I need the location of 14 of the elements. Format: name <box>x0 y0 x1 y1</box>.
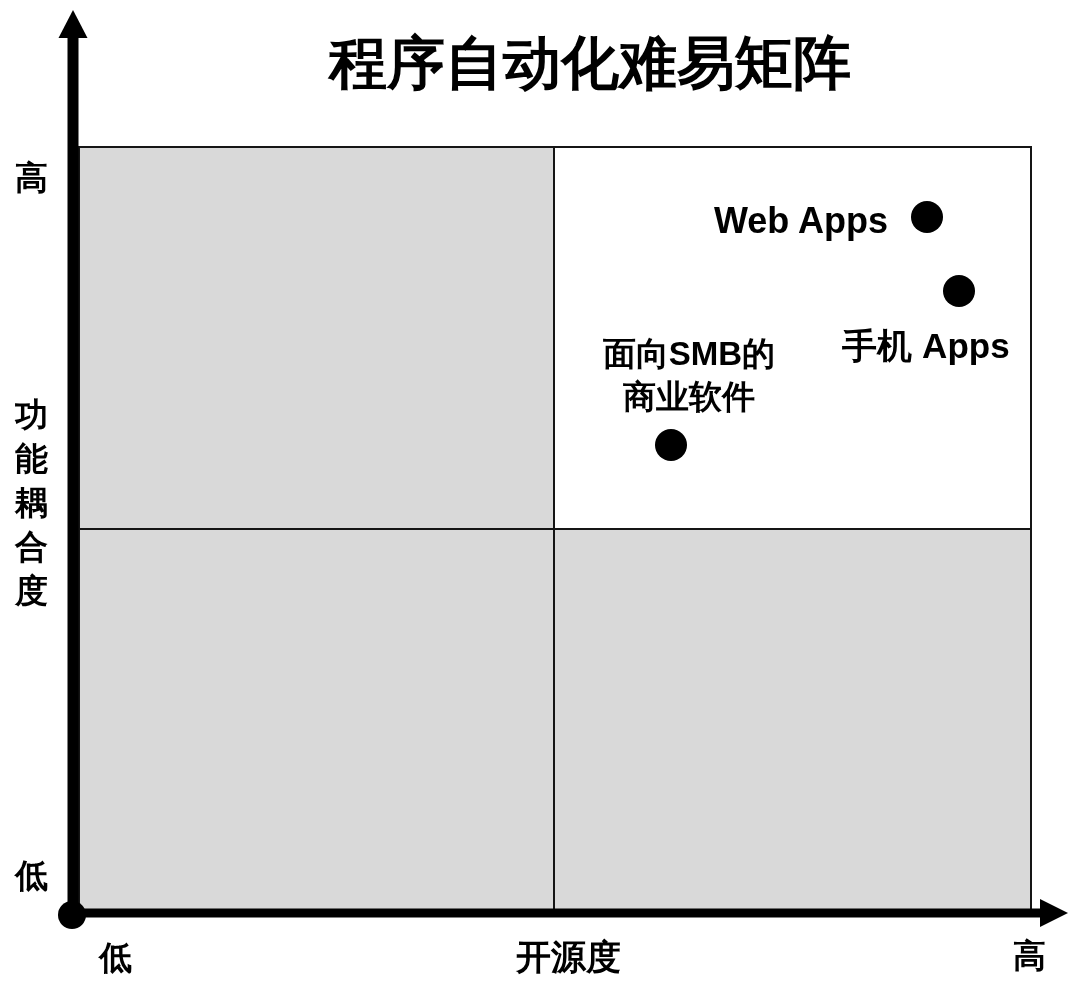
axis-label: 高 <box>1011 936 1047 976</box>
axis-label: 高 <box>13 158 49 198</box>
point-label: Web Apps <box>713 201 888 241</box>
axis-label: 功能耦合度 <box>13 395 49 611</box>
point-label: 手机 Apps <box>841 326 1011 366</box>
axis-label: 开源度 <box>514 936 622 978</box>
quadrant-box <box>78 528 555 912</box>
axis-label: 低 <box>13 856 49 896</box>
point-label: 面向SMB的商业软件 <box>601 334 777 417</box>
quadrant-box <box>553 146 1032 530</box>
quadrant-box <box>553 528 1032 912</box>
axis-label: 低 <box>97 938 133 978</box>
quadrant-box <box>78 146 555 530</box>
title: 程序自动化难易矩阵 <box>327 29 852 97</box>
